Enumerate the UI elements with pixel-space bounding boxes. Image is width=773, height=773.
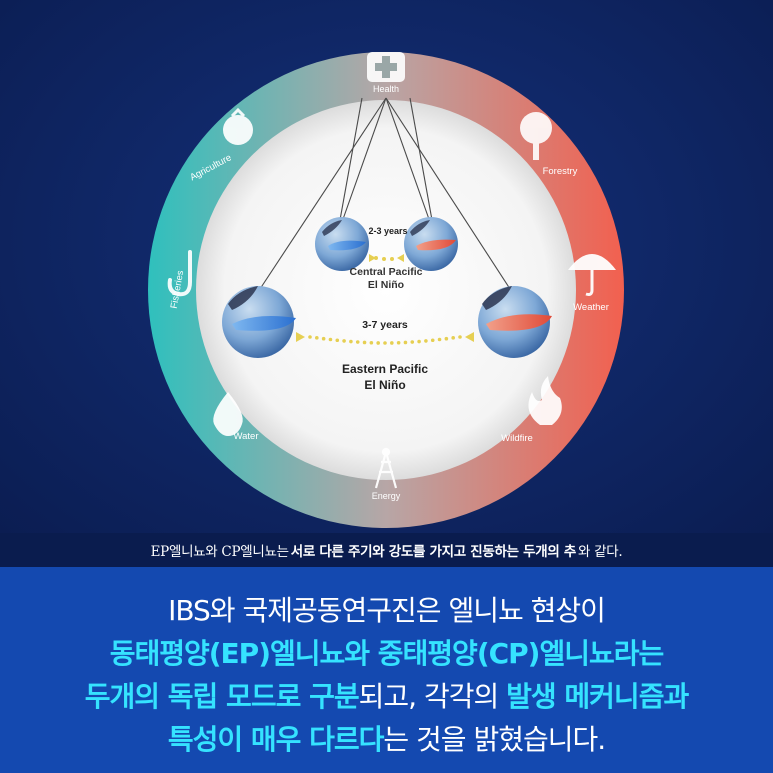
central-globe-right [404, 217, 458, 271]
body-line-3-highlight-a: 두개의 독립 모드로 구분 [84, 680, 360, 713]
water-drop-icon [213, 392, 243, 436]
central-swing-arc [369, 254, 404, 262]
caption: EP엘니뇨와 CP엘니뇨는 서로 다른 주기와 강도를 가지고 진동하는 두개의… [0, 533, 773, 567]
wildfire-label: Wildfire [501, 433, 533, 444]
inner-disc [196, 100, 576, 480]
energy-label: Energy [372, 491, 401, 501]
tree-icon [520, 112, 552, 160]
body-line-3: 두개의 독립 모드로 구분되고, 각각의 발생 메커니즘과 [0, 675, 773, 715]
water-label: Water [234, 431, 259, 442]
caption-post: 와 같다. [578, 544, 623, 560]
central-globe-left [315, 217, 369, 271]
central-period: 2-3 years [368, 226, 407, 236]
eastern-title-1: Eastern Pacific [342, 362, 428, 376]
pendulum-strings [257, 97, 513, 293]
umbrella-icon [568, 254, 616, 296]
body-text-panel: IBS와 국제공동연구진은 엘니뇨 현상이 동태평양(EP)엘니뇨와 중태평양(… [0, 567, 773, 773]
tower-icon [374, 447, 398, 489]
caption-pre: EP엘니뇨와 CP엘니뇨는 [150, 544, 289, 560]
weather-label: Weather [573, 302, 609, 313]
eastern-globe-left [222, 286, 296, 358]
eastern-title-2: El Niño [364, 378, 405, 392]
forestry-label: Forestry [543, 166, 578, 177]
central-title-1: Central Pacific [350, 266, 423, 278]
health-label: Health [373, 84, 399, 94]
body-line-2: 동태평양(EP)엘니뇨와 중태평양(CP)엘니뇨라는 [109, 637, 665, 670]
tomato-icon [223, 107, 253, 145]
body-line-3-highlight-b: 발생 메커니즘과 [506, 680, 689, 713]
diagram-background: Health Forestry Weather Wildfire Energy … [0, 0, 773, 533]
body-line-1: IBS와 국제공동연구진은 엘니뇨 현상이 [168, 594, 606, 627]
body-line-4: 특성이 매우 다르다는 것을 밝혔습니다. [0, 718, 773, 758]
body-line-4-highlight: 특성이 매우 다르다 [167, 723, 385, 756]
body-line-3-plain: 되고, 각각의 [358, 680, 507, 713]
flame-icon [528, 376, 562, 425]
eastern-swing-arc [296, 332, 474, 345]
eastern-period: 3-7 years [362, 319, 408, 331]
fish-hook-icon [167, 250, 192, 297]
eastern-globe-right [478, 286, 552, 358]
caption-bold: 서로 다른 주기와 강도를 가지고 진동하는 두개의 추 [290, 544, 577, 560]
central-title-2: El Niño [368, 279, 404, 291]
body-line-4-plain: 는 것을 밝혔습니다. [383, 723, 606, 756]
el-nino-diagram: Health Forestry Weather Wildfire Energy … [148, 52, 624, 528]
health-icon [367, 52, 405, 82]
